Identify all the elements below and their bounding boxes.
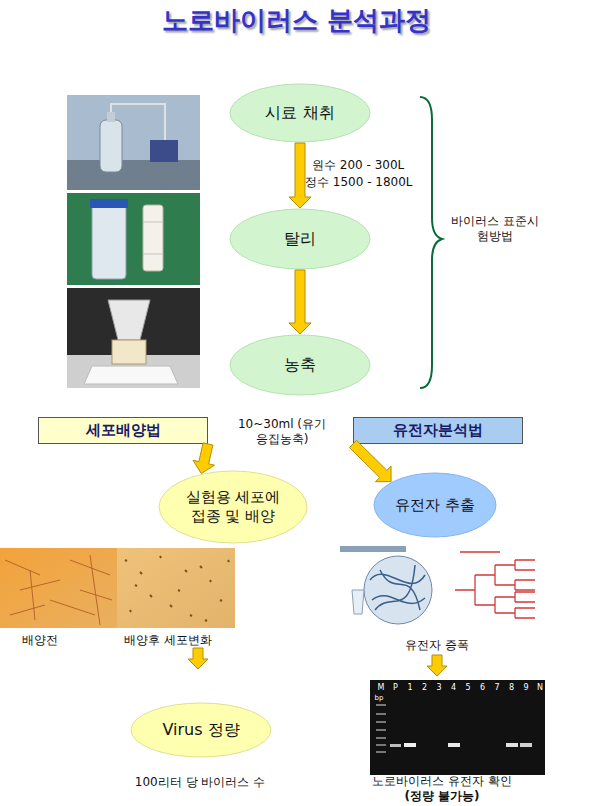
gel-lane-label: 3	[432, 683, 446, 693]
annotation-text: 유전자 증폭	[392, 638, 482, 653]
water-bottle	[100, 120, 122, 172]
node-text: 유전자 추출	[395, 496, 475, 515]
bottle-neck	[107, 112, 115, 122]
ellipse-shape	[159, 471, 307, 543]
annotation-text: 배양후 세포변화	[124, 633, 244, 648]
flow-arrow	[193, 443, 215, 474]
image-background	[340, 545, 445, 630]
step-ellipse: 탈리	[229, 208, 371, 270]
node-text: 농축	[284, 355, 316, 375]
node-text: Virus 정량	[162, 720, 239, 740]
concentration-photo	[67, 288, 200, 388]
annotation-text: 노로바이러스 유전자 확인	[352, 774, 532, 789]
method-box: 유전자분석법	[353, 417, 523, 444]
curly-bracket	[420, 97, 442, 388]
node-text: 시료 채취	[265, 103, 334, 123]
gel-band	[506, 743, 518, 747]
pcr-tube	[352, 590, 364, 614]
gel-band	[520, 743, 532, 747]
funnel	[108, 300, 150, 340]
gel-lane-label: M	[374, 683, 388, 693]
amplification-image	[340, 545, 535, 630]
filter-housing	[92, 203, 126, 279]
cell-after-image	[117, 548, 235, 628]
culture-photo	[0, 548, 117, 628]
annotation-text: 정수 1500 - 1800L	[305, 175, 445, 190]
ellipse-shape	[230, 84, 370, 142]
culture-photo	[117, 548, 235, 628]
annotation-text: 100리터 당 바이러스 수	[110, 775, 290, 790]
step-ellipse: 농축	[229, 334, 371, 396]
flow-arrow	[289, 143, 311, 208]
cell-streaks	[5, 555, 112, 625]
cell-before-image	[0, 548, 117, 628]
diagram-title: 노로바이러스 분석과정	[0, 4, 593, 36]
housing-cap	[90, 199, 128, 208]
dna-sphere	[364, 556, 432, 624]
annotation-text: 원수 200 - 300L	[312, 158, 442, 173]
node-text: 실험용 세포에 접종 및 배양	[177, 488, 289, 526]
gel-band	[390, 744, 401, 747]
hose	[111, 104, 165, 140]
node-text: 유전자분석법	[393, 421, 483, 440]
gel-lane-label: P	[389, 683, 403, 693]
collection-cup	[112, 340, 146, 364]
ellipse-shape	[374, 473, 496, 537]
annotation-text: 배양전	[22, 633, 82, 648]
filter-paper	[84, 366, 178, 384]
method-box: 세포배양법	[38, 417, 208, 444]
photo-background	[67, 95, 200, 190]
gel-image	[370, 680, 545, 775]
cartridge-line	[143, 222, 163, 223]
flow-arrow	[289, 270, 311, 334]
filter-cartridge	[143, 205, 163, 271]
sampling-photo	[67, 95, 200, 190]
annotation-text: (정량 불가능)	[352, 789, 532, 804]
gel-lane-label: 5	[461, 683, 475, 693]
step-ellipse: 시료 채취	[229, 83, 371, 143]
gel-band	[448, 743, 460, 747]
gel-background	[370, 680, 545, 775]
gel-lane-label: 1	[403, 683, 417, 693]
pump	[150, 140, 178, 162]
photo-background	[67, 193, 200, 285]
gel-lane-label: bp	[371, 694, 387, 703]
flow-arrow	[350, 440, 392, 481]
ladder-bands	[376, 705, 386, 752]
filter-photo	[67, 193, 200, 285]
gel-band	[404, 743, 416, 747]
step-ellipse: 실험용 세포에 접종 및 배양	[158, 470, 308, 544]
annotation-text: 10~30ml (유기응집농축)	[234, 417, 330, 447]
node-text: 세포배양법	[86, 421, 161, 440]
gel-lane-label: 8	[505, 683, 519, 693]
image-header	[340, 546, 406, 552]
flow-arrow	[188, 648, 208, 669]
gel-lane-label: 2	[418, 683, 432, 693]
cell-dots	[125, 556, 229, 621]
photo-background	[67, 288, 200, 388]
gel-lane-label: 4	[447, 683, 461, 693]
dna-strands	[370, 565, 425, 610]
gel-lane-label: 9	[519, 683, 533, 693]
ellipse-shape	[230, 209, 370, 269]
gel-lane-label: 6	[476, 683, 490, 693]
gel-lane-label: 7	[490, 683, 504, 693]
step-ellipse: Virus 정량	[130, 702, 272, 758]
ellipse-shape	[230, 335, 370, 395]
amplification-tree	[455, 552, 535, 618]
ellipse-shape	[131, 703, 271, 757]
photo-floor	[67, 160, 200, 190]
annotation-text: 바이러스 표준시험방법	[450, 214, 540, 244]
step-ellipse: 유전자 추출	[373, 472, 497, 538]
node-text: 탈리	[284, 229, 316, 249]
gel-lane-label: N	[533, 683, 547, 693]
flow-arrow	[427, 655, 447, 676]
cartridge-line	[143, 254, 163, 255]
